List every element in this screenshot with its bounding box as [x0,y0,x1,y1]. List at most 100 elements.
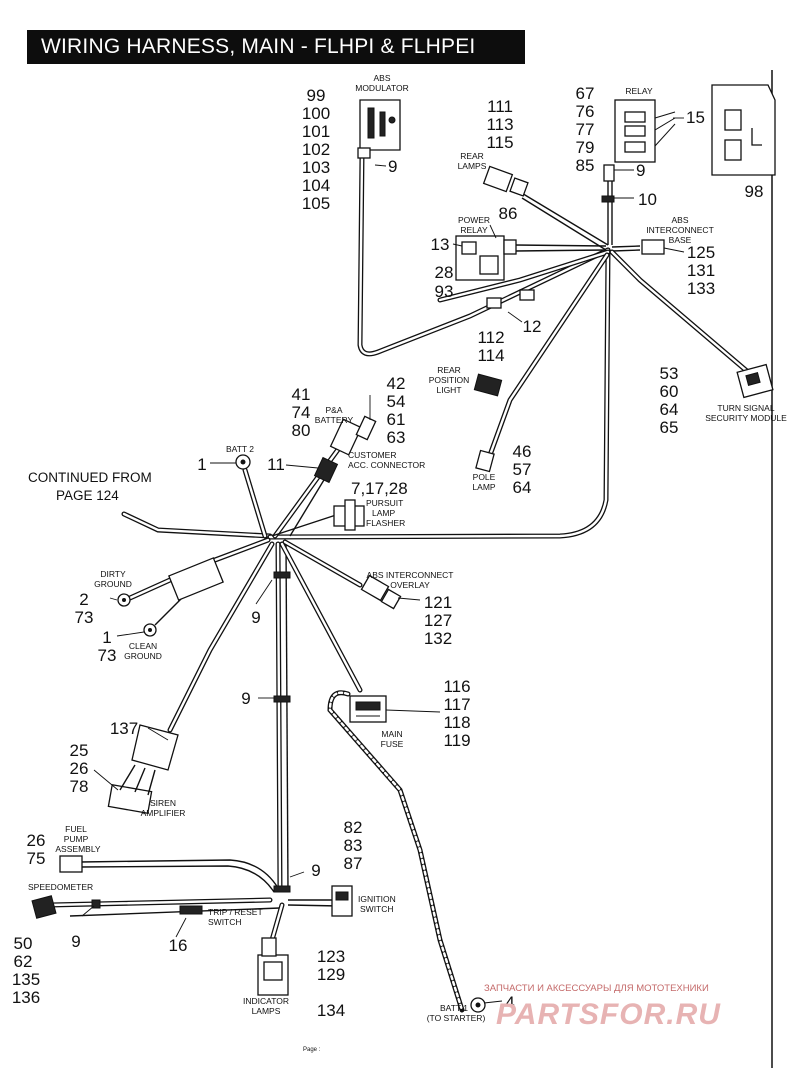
pole-lamp [475,449,495,473]
callout: 78 [70,777,89,796]
abs-modulator [357,99,401,159]
callout: 129 [317,965,345,984]
callout: 101 [302,122,330,141]
callout: 57 [513,460,532,479]
clean-ground-label-1: CLEAN [129,641,157,651]
callout: 1 [102,628,111,647]
trip-reset-label-1: TRIP / RESET [208,907,263,917]
pa-battery-label-1: P&A [325,405,342,415]
callout: 63 [387,428,406,447]
ignition-label-2: SWITCH [360,904,394,914]
callout: 60 [660,382,679,401]
callout: 9 [636,161,645,180]
callout: 98 [745,182,764,201]
callout: 1 [197,455,206,474]
callout: 53 [660,364,679,383]
callout: 16 [169,936,188,955]
callout: 54 [387,392,406,411]
callout: 75 [27,849,46,868]
harness-wires [47,152,751,1013]
callout: 85 [576,156,595,175]
callout-numbers: 99 100 101 102 103 104 105 9 111 113 115… [12,84,764,1020]
callout: 82 [344,818,363,837]
callout: 9 [241,689,250,708]
callout: 134 [317,1001,345,1020]
callout: 73 [75,608,94,627]
callout: 9 [71,932,80,951]
relay-bracket [711,84,776,176]
abs-base-label-2: INTERCONNECT [646,225,714,235]
relay-label: RELAY [625,86,653,96]
page-title: WIRING HARNESS, MAIN - FLHPI & FLHPEI [27,30,525,64]
callout: 116 [443,677,470,696]
callout: 26 [27,831,46,850]
fuel-pump-label-2: PUMP [64,834,89,844]
callout: 125 [687,243,715,262]
trip-reset-switch [179,905,203,915]
callout: 64 [660,400,679,419]
callout: 79 [576,138,595,157]
turn-signal-label-2: SECURITY MODULE [705,413,787,423]
callout: 42 [387,374,406,393]
power-relay-label-1: POWER [458,215,490,225]
harness-clips [91,571,291,909]
callout: 87 [344,854,363,873]
callout: 67 [576,84,595,103]
trip-reset-label-2: SWITCH [208,917,242,927]
abs-overlay-label-1: ABS INTERCONNECT [367,570,454,580]
pursuit-label-3: FLASHER [366,518,405,528]
footer-page-label: Page : [303,1047,321,1053]
callout: 9 [311,861,320,880]
callout: 83 [344,836,363,855]
pole-lamp-label-2: LAMP [472,482,495,492]
callout: 77 [576,120,595,139]
batt1-label-1: BATT 1 [440,1003,468,1013]
callout: 135 [12,970,40,989]
callout: 115 [486,133,513,152]
indicator-label-2: LAMPS [252,1006,281,1016]
callout: 104 [302,176,330,195]
dirty-ground-label-1: DIRTY [100,569,126,579]
callout: 112 [477,328,504,347]
callout: 9 [388,157,397,176]
callout: 10 [638,190,657,209]
watermark-brand: PARTSFOR.RU [496,998,721,1031]
batt2-terminal [235,454,251,470]
pole-lamp-label-1: POLE [473,472,496,482]
turn-signal-label-1: TURN SIGNAL [717,403,774,413]
callout: 100 [302,104,330,123]
callout: 15 [686,108,705,127]
continued-from-line2: PAGE 124 [56,488,119,503]
main-fuse-label-1: MAIN [381,729,402,739]
callout: 118 [443,713,470,732]
speedometer-connector [31,895,57,919]
abs-overlay-label-2: OVERLAY [390,580,430,590]
dirty-ground-label-2: GROUND [94,579,132,589]
continued-from-line1: CONTINUED FROM [28,470,152,485]
callout: 127 [424,611,452,630]
watermark-tagline: ЗАПЧАСТИ И АКСЕССУАРЫ ДЛЯ МОТОТЕХНИКИ [484,983,709,994]
callout: 9 [251,608,260,627]
fuel-pump-label-3: ASSEMBLY [55,844,101,854]
callout: 61 [387,410,406,429]
callout: 28 [435,263,454,282]
ignition-switch [331,885,353,917]
clean-ground-label-2: GROUND [124,651,162,661]
abs-interconnect-base [641,239,665,255]
abs-interconnect-overlay [360,574,402,610]
siren-label-2: AMPLIFIER [141,808,186,818]
pursuit-label-2: LAMP [372,508,395,518]
siren-label-1: SIREN [150,798,176,808]
inline-connector-12 [486,289,535,309]
rear-position-label-2: POSITION [429,375,470,385]
callout: 80 [292,421,311,440]
callout: 111 [487,97,513,116]
rear-lamps-label-2: LAMPS [458,161,487,171]
main-fuse-label-2: FUSE [381,739,404,749]
callout: 117 [443,695,470,714]
siren-amplifier [107,724,179,815]
relay [601,99,676,203]
callout: 11 [267,455,285,474]
